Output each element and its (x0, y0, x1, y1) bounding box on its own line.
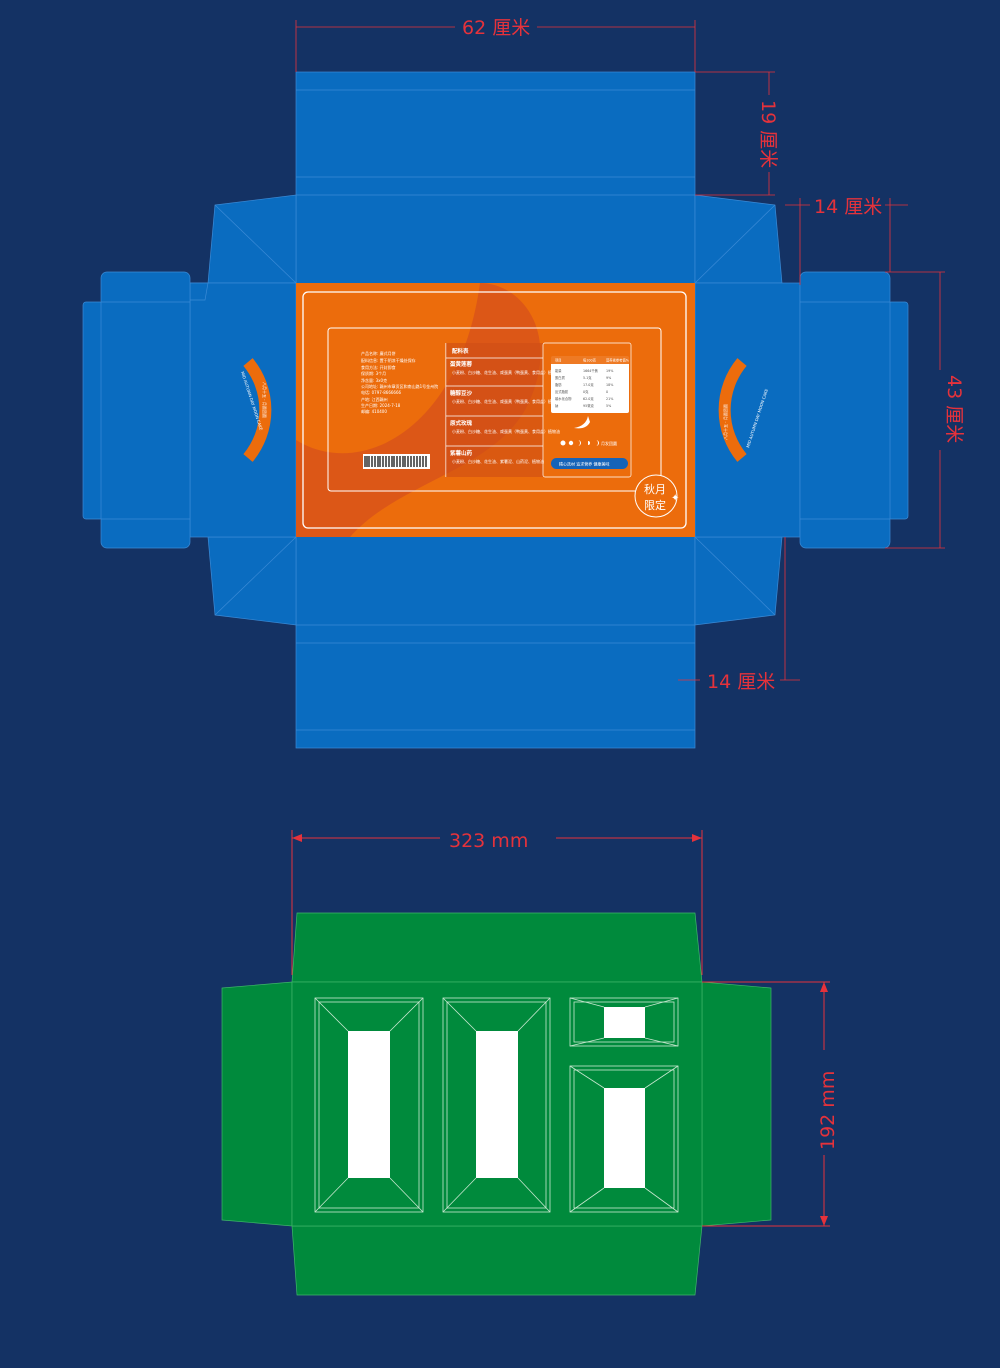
label-text: 配料信息: 置于阴凉干燥处保存 (361, 357, 416, 363)
label-text: 产地: 江西赣州 (361, 396, 388, 402)
box-dimension-lines (295, 20, 945, 681)
left-side-panel (189, 282, 297, 538)
side-chinese-text: 八月十五 · 月圆团圆 (262, 382, 268, 418)
nutrition-cell: 脂肪 (555, 382, 562, 387)
slogan-pill (551, 458, 628, 469)
nutrition-cell: 反式脂肪 (555, 389, 569, 394)
box-width-label: 62 厘米 (462, 17, 530, 39)
nutrition-cell: 5.1克 (583, 375, 592, 380)
nutrition-cell: 0 (606, 390, 608, 394)
compartment-outline (569, 1065, 679, 1213)
label-text: 公司地址: 赣州市章贡区和南山路1号金州院 (361, 383, 438, 389)
nutrition-header: 每100克 (583, 358, 597, 363)
nutrition-cell: 碳水化合物 (555, 396, 572, 401)
label-text: 小麦粉、白沙糖、花生油、咸蛋黄（鸭蛋黄、食用盐）植物油 (452, 398, 560, 404)
compartment-outline (314, 997, 424, 1213)
limited-badge (634, 474, 678, 518)
label-text: 食用方法: 开封即食 (361, 364, 396, 370)
side-chinese-text: 八月十五 · 月圆团圆 (722, 404, 728, 440)
box-height-label: 43 厘米 (943, 375, 965, 443)
dimension-arrows (292, 834, 828, 1226)
nutrition-cell: 62.0克 (583, 396, 594, 401)
nutrition-cell: 能量 (555, 368, 562, 373)
ingredients-title: 配料表 (452, 347, 469, 355)
moon-text: 月发团圆 (601, 440, 617, 446)
label-text: 糖醇豆沙 (450, 389, 473, 397)
moon-phases-icon (560, 440, 599, 446)
nutrition-cell: 18% (606, 383, 613, 387)
nutrition-cell: 5% (606, 404, 611, 408)
nutrition-cell: 19% (606, 369, 613, 373)
product-info-list: 产品名称: 廣式月饼 配料信息: 置于阴凉干燥处保存 食用方法: 开封即食 保质… (361, 350, 438, 414)
right-end-panel (799, 271, 891, 549)
tray-compartments (314, 997, 679, 1213)
label-text: 限定 (644, 498, 666, 512)
side-flap-top-label: 14 厘米 (814, 196, 882, 218)
nutrition-cell: 17.0克 (583, 382, 594, 387)
nutrition-cell: 21% (606, 397, 613, 401)
compartment-cutout (348, 1031, 390, 1178)
nutrition-cell: 0克 (583, 389, 589, 394)
right-side-panel (694, 282, 801, 538)
compartment-cutout (604, 1088, 645, 1188)
side-flap-bottom-label: 14 厘米 (707, 671, 775, 693)
nutrition-cell: 95毫克 (583, 403, 594, 408)
label-text: 生产日期: 2024-7-18 (361, 402, 401, 408)
barcode (363, 454, 430, 469)
brand-logo (574, 416, 590, 429)
right-tab (887, 301, 909, 520)
product-label: 产品名称: 廣式月饼 配料信息: 置于阴凉干燥处保存 食用方法: 开封即食 保质… (296, 283, 695, 537)
nutrition-cell: 蛋白质 (555, 375, 566, 380)
label-text: 小麦粉、白沙糖、花生油、咸蛋黄（鸭蛋黄、食用盐）植物油、莲蓉馅 (452, 369, 576, 375)
top-flap-label: 19 厘米 (757, 100, 779, 168)
label-text: 净含量: 3x0克 (361, 377, 387, 383)
compartment-cutout (476, 1031, 518, 1178)
nutrition-cell: 1664千焦 (583, 368, 599, 373)
nutrition-header: 营养素参考值% (606, 358, 629, 363)
label-text: 蛋黄莲蓉 (450, 360, 473, 368)
compartment-outline (442, 997, 551, 1213)
label-text: 小麦粉、白沙糖、花生油、紫薯泥、山药泥、植物油 (452, 458, 544, 464)
tray-dimension-lines (291, 830, 830, 1227)
label-text: 原式玫瑰 (450, 419, 473, 427)
nutrition-cell: 9% (606, 376, 611, 380)
label-text: 邮编: 410400 (361, 408, 387, 414)
nutrition-table: 项目 每100克 营养素参考值% 能量 1664千焦 19% 蛋白质 5.1克 9% 脂肪 17.0… (551, 356, 629, 413)
left-tab (82, 301, 104, 520)
label-text: 秋月 (644, 482, 666, 496)
nutrition-header: 项目 (555, 359, 562, 363)
tray-height-label: 192 mm (817, 1071, 839, 1150)
sparkle-icon: ✦ (671, 493, 679, 504)
label-text: 保质期: 3个月 (361, 370, 386, 376)
label-text: 小麦粉、白沙糖、花生油、咸蛋黄（鸭蛋黄、食用盐）植物油 (452, 428, 560, 434)
compartment-outline (569, 997, 679, 1047)
label-text: 产品名称: 廣式月饼 (361, 350, 396, 356)
nutrition-cell: 钠 (555, 403, 559, 408)
compartment-cutout (604, 1007, 645, 1038)
left-end-panel (100, 271, 191, 549)
slogan-text: 精心选材 追求营养 健康美味 (559, 461, 610, 467)
tray-width-label: 323 mm (449, 830, 528, 852)
label-text: 电话: 0797-8666666 (361, 389, 402, 395)
label-text: 紫薯山药 (450, 449, 473, 457)
